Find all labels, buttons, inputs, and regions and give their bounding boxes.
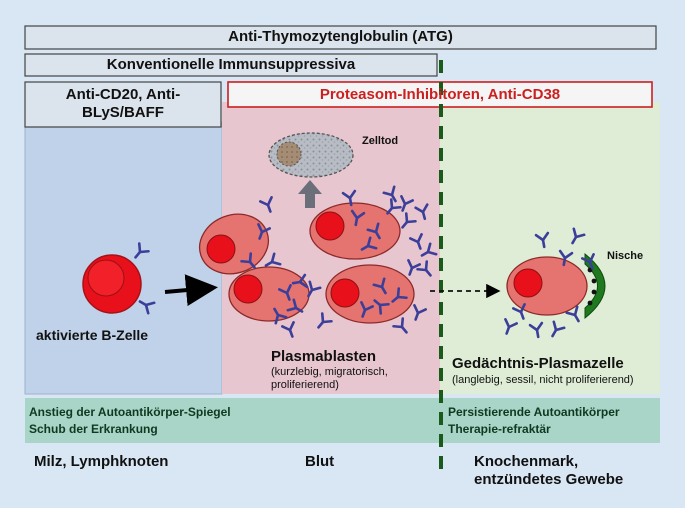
bone-marrow-region	[440, 102, 660, 394]
status-left-line2: Schub der Erkrankung	[29, 422, 158, 436]
zelltod-label: Zelltod	[362, 135, 399, 147]
status-right-line2: Therapie-refraktär	[448, 422, 551, 436]
status-right-line1: Persistierende Autoantikörper	[448, 405, 620, 419]
anti-cd20-bar	[24, 81, 222, 128]
status-left: Anstieg der Autoantikörper-Spiegel Schub…	[29, 404, 231, 438]
plasmablast-title: Plasmablasten	[271, 348, 377, 365]
location-bone-marrow-line2: entzündetes Gewebe	[474, 471, 624, 488]
conventional-label: Konventionelle Immunsuppressiva	[106, 56, 356, 73]
b-cell-icon	[82, 254, 142, 314]
anti-cd20-label: Anti-CD20, Anti- BLyS/BAFF	[25, 86, 221, 122]
status-right: Persistierende Autoantikörper Therapie-r…	[448, 404, 620, 438]
location-bone-marrow: Knochenmark, entzündetes Gewebe	[474, 453, 623, 489]
conventional-bar	[24, 53, 438, 77]
status-band	[25, 398, 660, 443]
plasmablast-desc-line2: proliferierend)	[271, 379, 339, 391]
plasmablast-cells	[198, 202, 415, 324]
memory-cell-description: (langlebig, sessil, nicht proliferierend…	[452, 374, 634, 386]
nische-label: Nische	[607, 250, 644, 262]
memory-cell-title: Gedächtnis-Plasmazelle	[452, 355, 624, 372]
location-spleen: Milz, Lymphknoten	[34, 453, 169, 470]
arrow-up-icon	[298, 180, 322, 208]
proteasome-label: Proteasom-Inhibitoren, Anti-CD38	[319, 86, 561, 103]
status-left-line1: Anstieg der Autoantikörper-Spiegel	[29, 405, 231, 419]
dead-cell-icon	[268, 132, 354, 178]
memory-plasma-cell-icon	[506, 256, 588, 316]
location-bone-marrow-line1: Knochenmark,	[474, 453, 579, 470]
arrow-right-icon	[164, 274, 218, 307]
niche-icon	[584, 252, 606, 320]
anti-cd20-label-line1: Anti-CD20, Anti-	[65, 86, 181, 103]
anti-cd20-label-line2: BLyS/BAFF	[82, 104, 164, 121]
location-blood: Blut	[305, 453, 335, 470]
b-cell-label: aktivierte B-Zelle	[36, 327, 149, 343]
atg-label: Anti-Thymozytenglobulin (ATG)	[228, 28, 453, 45]
atg-bar	[24, 25, 657, 50]
plasmablast-desc-line1: (kurzlebig, migratorisch,	[271, 366, 388, 378]
plasmablast-description: (kurzlebig, migratorisch, proliferierend…	[271, 366, 388, 392]
